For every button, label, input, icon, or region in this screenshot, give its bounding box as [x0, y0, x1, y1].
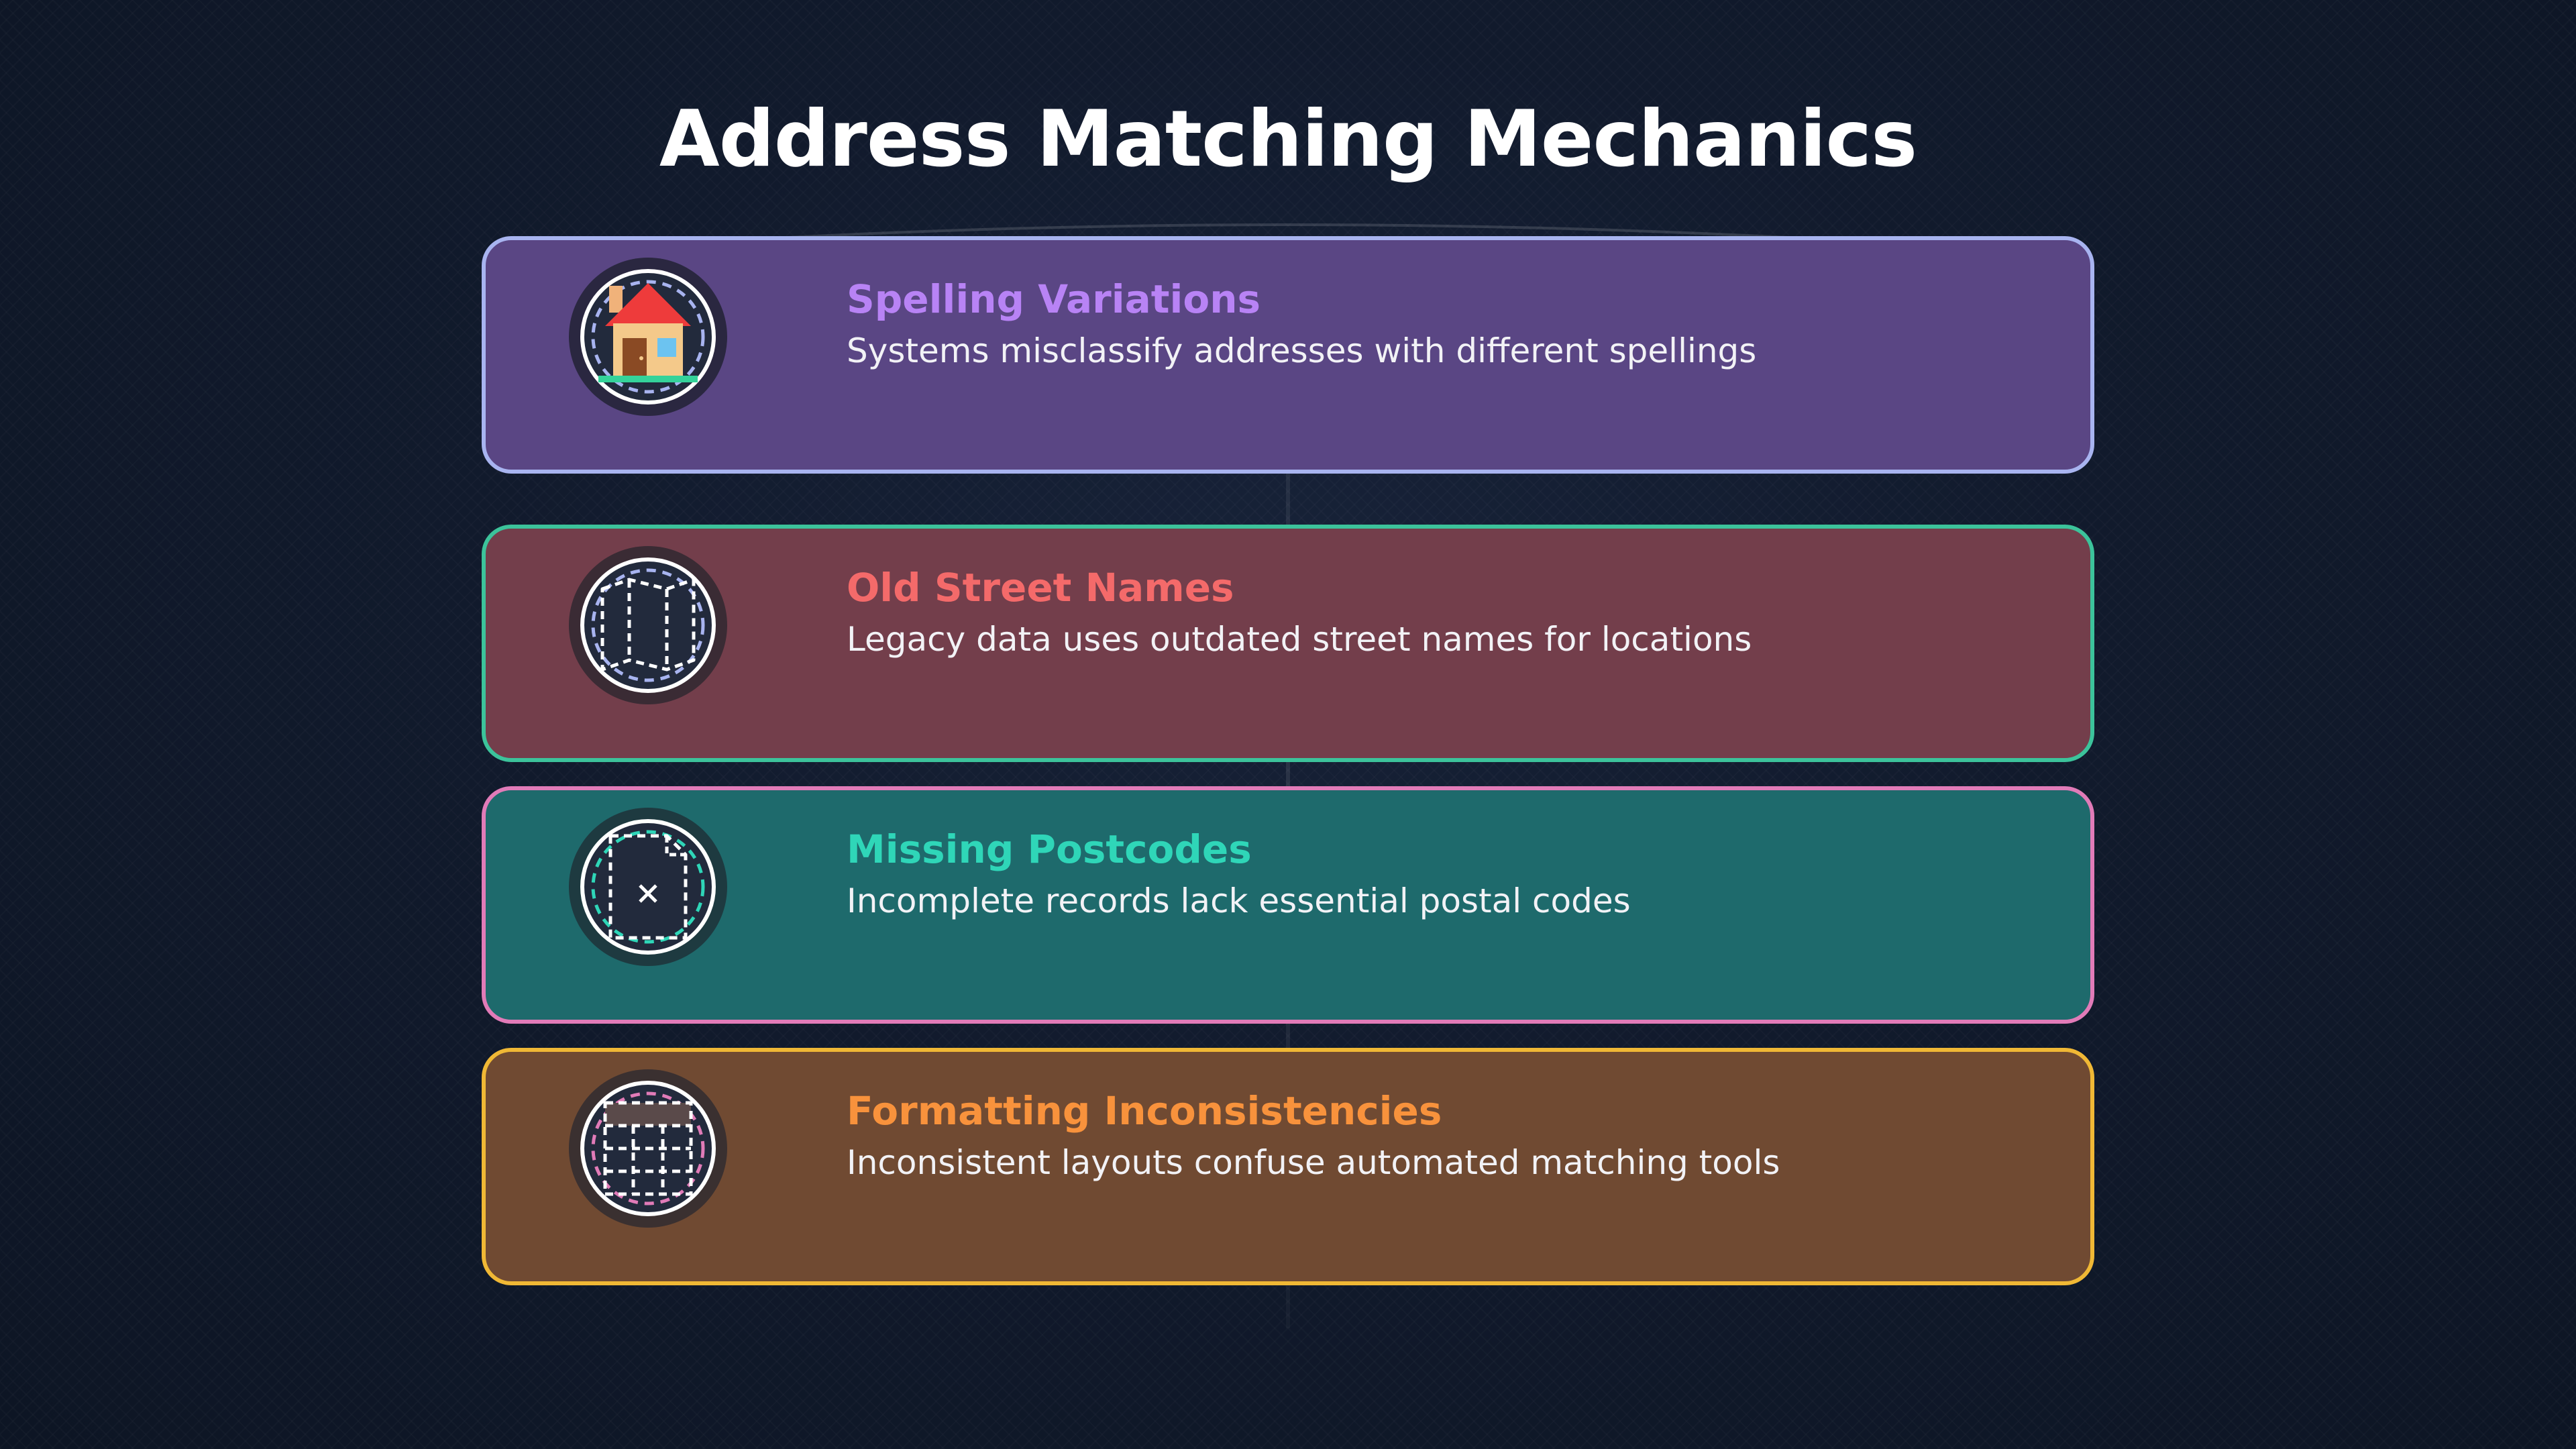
- missing-document-icon: [568, 806, 729, 967]
- card-description: Incomplete records lack essential postal…: [847, 881, 1631, 920]
- card-title: Formatting Inconsistencies: [847, 1088, 1442, 1134]
- house-icon: [568, 256, 729, 417]
- card-formatting-inconsistencies: Formatting Inconsistencies Inconsistent …: [482, 1048, 2094, 1285]
- card-missing-postcodes: Missing Postcodes Incomplete records lac…: [482, 786, 2094, 1024]
- card-old-street-names: Old Street Names Legacy data uses outdat…: [482, 525, 2094, 762]
- grid-table-icon: [568, 1068, 729, 1229]
- card-description: Systems misclassify addresses with diffe…: [847, 331, 1757, 370]
- card-spelling-variations: Spelling Variations Systems misclassify …: [482, 236, 2094, 474]
- card-description: Legacy data uses outdated street names f…: [847, 620, 1752, 659]
- folded-map-icon: [568, 545, 729, 706]
- card-title: Spelling Variations: [847, 276, 1261, 322]
- card-description: Inconsistent layouts confuse automated m…: [847, 1143, 1780, 1182]
- page-title: Address Matching Mechanics: [659, 94, 1917, 184]
- card-title: Old Street Names: [847, 565, 1234, 610]
- card-title: Missing Postcodes: [847, 826, 1252, 872]
- center-spine-line: [1286, 241, 1290, 1328]
